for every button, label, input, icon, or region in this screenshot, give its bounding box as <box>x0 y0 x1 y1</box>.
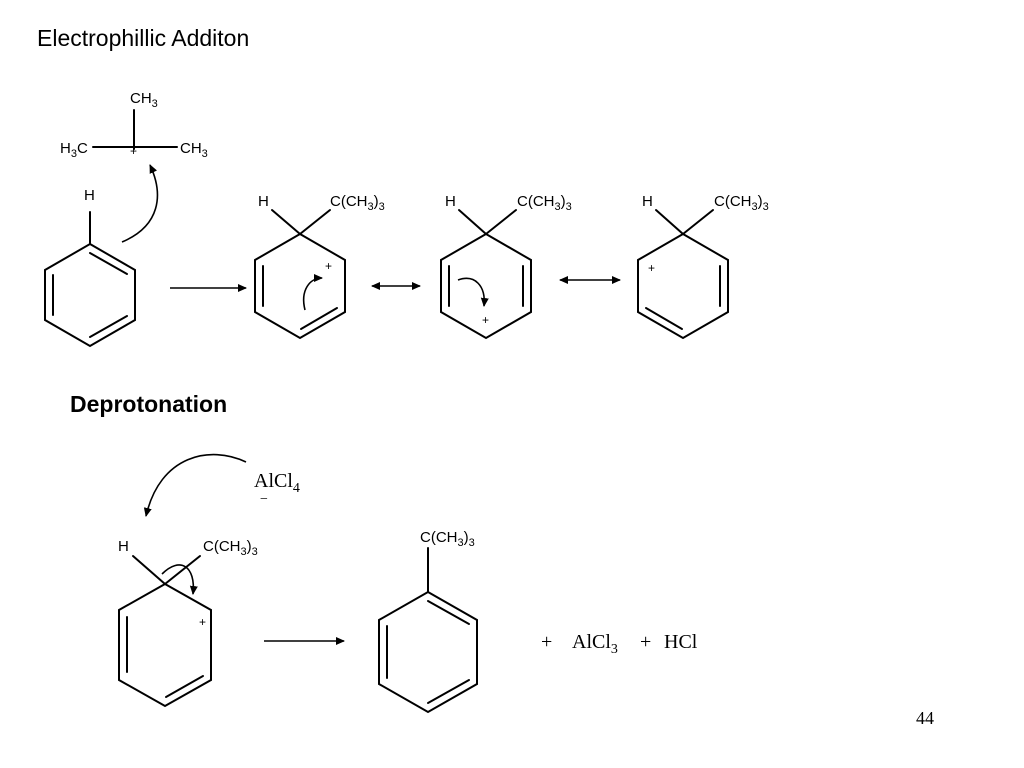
bond-line <box>164 555 201 585</box>
double-bond <box>427 679 470 704</box>
double-bond <box>427 600 470 625</box>
h-label: H <box>84 187 95 204</box>
double-bond <box>300 307 338 330</box>
bond-line <box>655 209 684 235</box>
cation-charge: + <box>130 144 137 158</box>
tbutyl-label: C(CH3)3 <box>330 193 385 213</box>
tbutyl-label: C(CH3)3 <box>203 538 258 558</box>
curved-arrow-icon <box>457 277 489 307</box>
bond-line <box>458 209 487 235</box>
tert-butyl-cation: CH3 H3C CH3 + <box>60 90 208 160</box>
double-bond <box>89 252 128 275</box>
tbutyl-label: C(CH3)3 <box>714 193 769 213</box>
h-label: H <box>258 193 269 210</box>
tert-butylbenzene-product: C(CH3)3 <box>378 529 478 714</box>
sigma-complex-1: H C(CH3)3 + <box>254 193 385 340</box>
curved-arrow-icon <box>161 564 198 595</box>
cation-charge: + <box>648 261 655 275</box>
cation-charge: + <box>482 313 489 327</box>
bond-line <box>299 209 331 235</box>
alcl4-label: AlCl4 <box>254 470 300 496</box>
h-label: H <box>445 193 456 210</box>
bond-line <box>485 209 517 235</box>
cation-charge: + <box>199 615 206 629</box>
double-bond <box>89 315 128 338</box>
sigma-complex-deprotonation: H C(CH3)3 + <box>118 538 258 708</box>
curved-arrow-icon <box>303 274 323 311</box>
slide-title: Electrophillic Additon <box>37 25 250 51</box>
ring <box>118 583 212 708</box>
bond-line <box>682 209 714 235</box>
ch3-top-label: CH3 <box>130 90 158 110</box>
byproducts: + AlCl3 + HCl <box>541 631 698 657</box>
curved-arrow-icon <box>143 453 247 517</box>
plus-sign: + <box>541 631 552 653</box>
cation-charge: + <box>325 259 332 273</box>
benzene-reactant: H <box>44 187 136 348</box>
bond-line <box>132 555 166 585</box>
anion-charge: − <box>260 492 268 507</box>
ring <box>44 242 136 348</box>
double-bond <box>645 307 683 330</box>
h-label: H <box>118 538 129 555</box>
ch3-right-label: CH3 <box>180 140 208 160</box>
h3c-left-label: H3C <box>60 140 88 160</box>
ring <box>440 233 532 340</box>
h-label: H <box>642 193 653 210</box>
plus-sign: + <box>640 631 651 653</box>
alcl3-label: AlCl3 <box>572 631 618 657</box>
section-heading-deprotonation: Deprotonation <box>70 391 228 417</box>
ring <box>254 233 346 340</box>
ring <box>637 233 729 340</box>
page-number: 44 <box>916 708 934 728</box>
sigma-complex-2: H C(CH3)3 + <box>440 193 572 340</box>
tbutyl-label: C(CH3)3 <box>420 529 475 549</box>
bond-line <box>271 209 301 235</box>
hcl-label: HCl <box>664 631 698 653</box>
sigma-complex-3: H C(CH3)3 + <box>637 193 769 340</box>
ring <box>378 590 478 714</box>
curved-arrow-icon <box>121 164 159 243</box>
tetrachloroaluminate: AlCl4 − <box>143 453 300 517</box>
tbutyl-label: C(CH3)3 <box>517 193 572 213</box>
double-bond <box>165 675 204 698</box>
